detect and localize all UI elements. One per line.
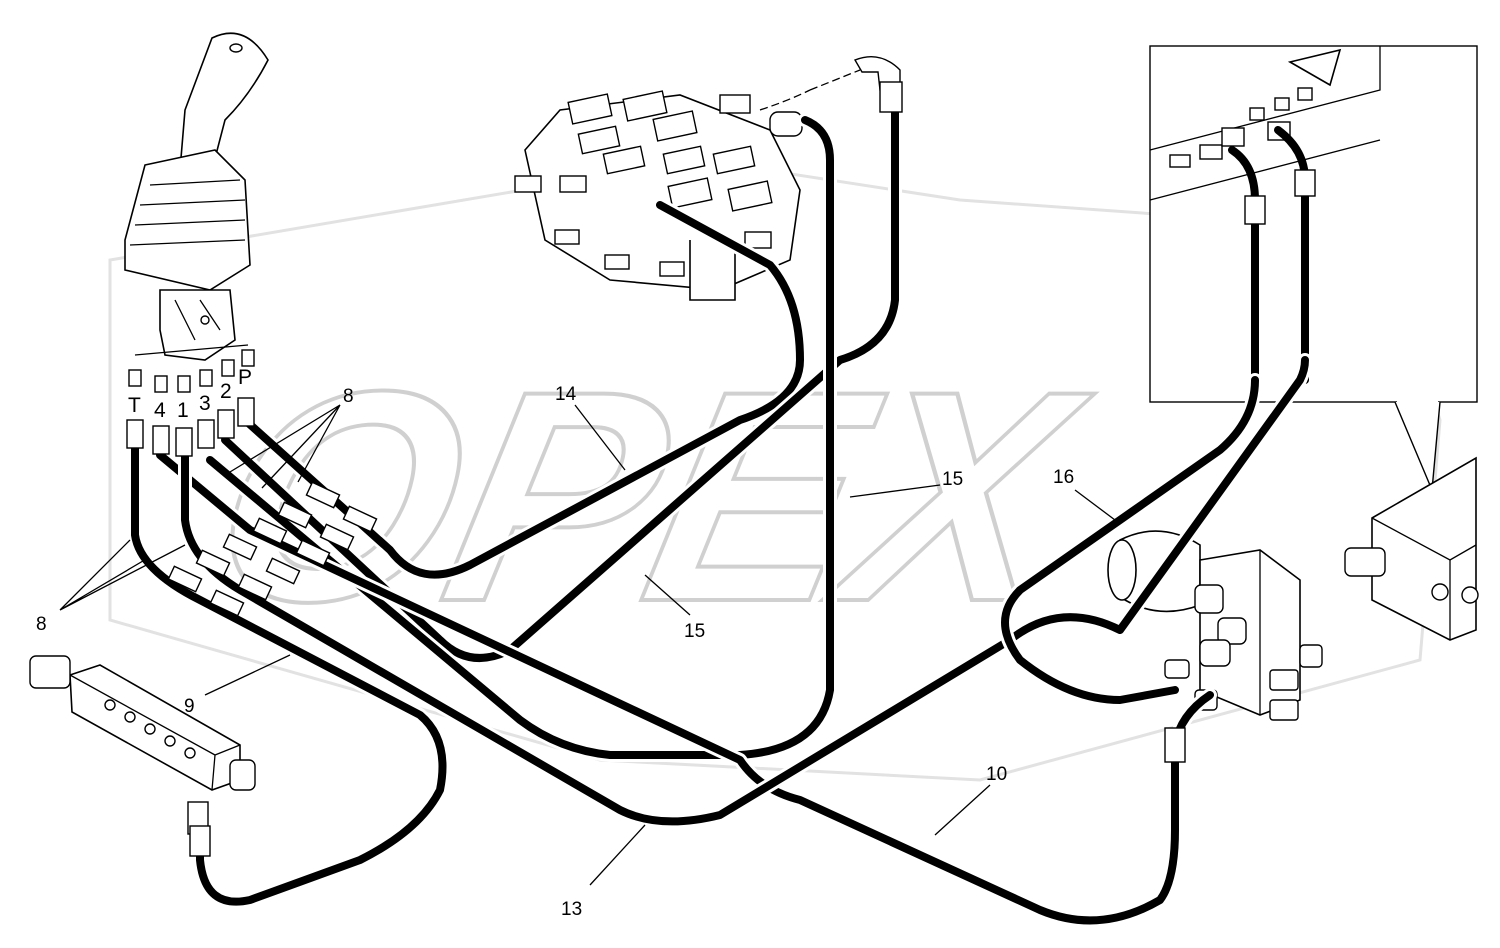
port-label-4: 4 [154, 399, 166, 422]
hose-15 [221, 86, 899, 662]
port-label-3: 3 [199, 392, 211, 415]
port-label-p: P [238, 366, 252, 389]
hose-16 [1001, 376, 1259, 704]
callout-15-right: 15 [942, 469, 963, 490]
callout-16: 16 [1053, 467, 1074, 488]
hose-9 [131, 436, 447, 906]
inline-connectors [167, 481, 378, 617]
hose-14 [241, 201, 804, 579]
port-label-2: 2 [220, 380, 232, 403]
port-label-1: 1 [177, 399, 189, 422]
port-label-t: T [128, 394, 141, 417]
callout-8-top: 8 [343, 386, 354, 407]
callout-14: 14 [555, 384, 577, 405]
callout-10: 10 [986, 764, 1007, 785]
hose-valve-return [206, 116, 834, 759]
distribution-block [29, 655, 256, 835]
callout-labels: 8 8 9 10 13 14 15 15 16 [36, 384, 1074, 920]
joystick-assembly [124, 32, 269, 361]
callout-13: 13 [561, 899, 582, 920]
joystick-port-fittings [128, 349, 255, 393]
port-labels: T 4 1 3 2 P [128, 366, 252, 422]
hose-fittings [126, 81, 1186, 857]
inset-detail-box [1149, 45, 1478, 491]
callout-8-left: 8 [36, 614, 47, 635]
callout-15-low: 15 [684, 621, 705, 642]
right-edge-valve-block [1344, 456, 1479, 641]
control-valve-assembly [514, 56, 901, 301]
callout-9: 9 [184, 696, 195, 717]
leader-lines [59, 404, 1116, 886]
